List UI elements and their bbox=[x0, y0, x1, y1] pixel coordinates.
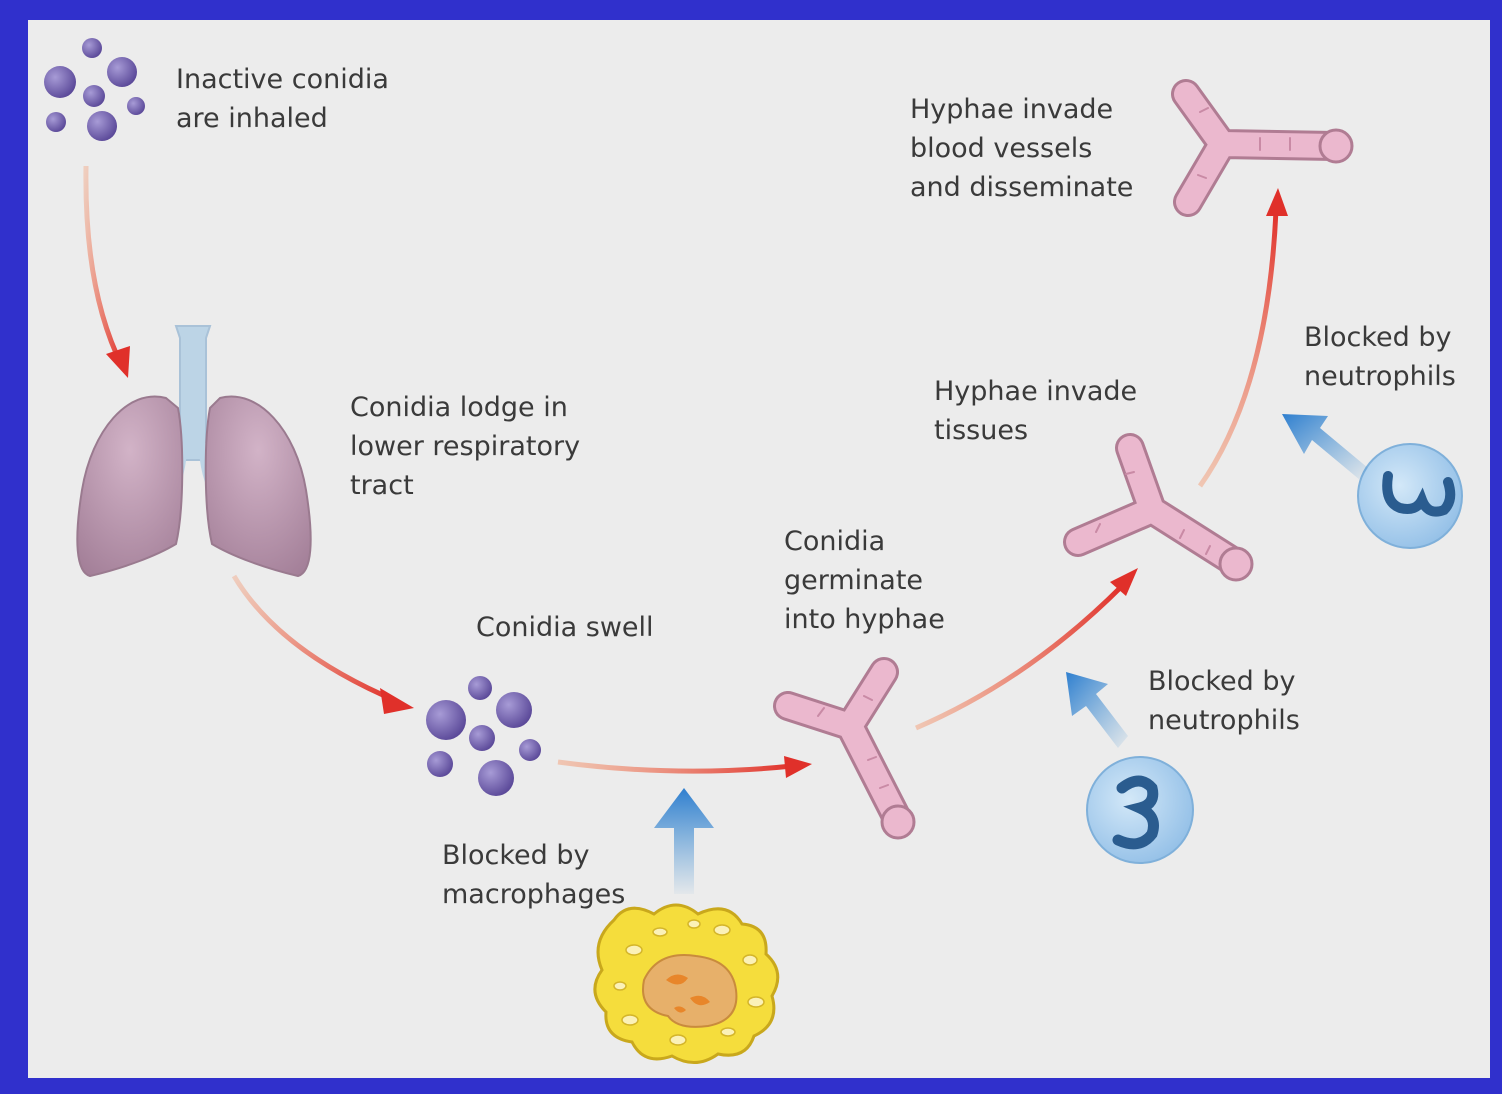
label-blocked-macrophages: Blocked by macrophages bbox=[442, 840, 626, 910]
swollen-conidia-icon bbox=[426, 676, 541, 796]
neutrophil-icon bbox=[1357, 443, 1463, 549]
macrophage-icon bbox=[593, 903, 780, 1064]
label-hyphae-invade-vessels: Hyphae invade blood vessels and dissemin… bbox=[910, 94, 1134, 203]
label-blocked-neutrophils-2: Blocked by neutrophils bbox=[1304, 322, 1456, 392]
disseminating-hyphae-icon bbox=[1171, 79, 1354, 217]
aspergillus-infection-diagram bbox=[44, 38, 1463, 1064]
label-blocked-neutrophils-1: Blocked by neutrophils bbox=[1148, 666, 1300, 736]
label-conidia-swell: Conidia swell bbox=[476, 612, 654, 643]
germinating-hyphae-icon bbox=[773, 657, 916, 840]
label-conidia-lodge: Conidia lodge in lower respiratory tract bbox=[350, 392, 581, 501]
label-hyphae-invade-tissues: Hyphae invade tissues bbox=[934, 376, 1138, 446]
inactive-conidia-icon bbox=[44, 38, 145, 141]
label-conidia-inhaled: Inactive conidia are inhaled bbox=[176, 64, 389, 134]
blocking-arrows bbox=[654, 414, 1368, 894]
tissue-hyphae-icon bbox=[1063, 433, 1254, 582]
neutrophil-icon bbox=[1086, 756, 1194, 864]
progression-arrows bbox=[83, 165, 1288, 778]
lungs-icon bbox=[76, 325, 312, 578]
diagram-frame: Inactive conidia are inhaled Conidia lod… bbox=[28, 20, 1490, 1078]
label-conidia-germinate: Conidia germinate into hyphae bbox=[784, 526, 945, 635]
